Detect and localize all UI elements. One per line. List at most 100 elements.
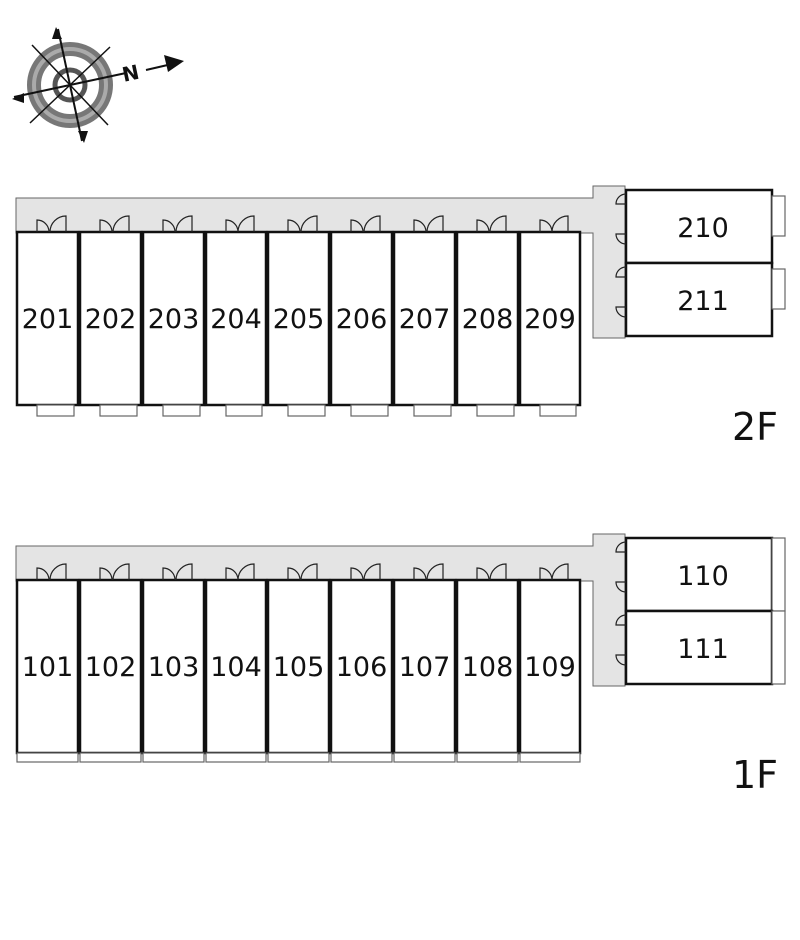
balcony [287, 404, 326, 417]
unit-203: 203 [141, 215, 206, 417]
door-swing-icon [162, 567, 176, 581]
balcony [539, 404, 577, 417]
unit-label: 102 [85, 652, 137, 683]
unit-wall [624, 609, 774, 686]
balcony [162, 404, 201, 417]
door-swing-icon [99, 567, 113, 581]
door-swing-icon [350, 219, 364, 233]
balcony [267, 752, 330, 763]
unit-107: 107 [392, 563, 457, 763]
door-swing-icon [615, 233, 627, 245]
balcony [519, 752, 581, 763]
door-swing-icon [36, 219, 50, 233]
door-swing-icon [551, 563, 569, 581]
door-swing-icon [49, 563, 67, 581]
unit-wall [455, 230, 520, 407]
door-swing-icon [426, 563, 444, 581]
unit-wall [204, 578, 268, 755]
door-swing-icon [175, 215, 193, 233]
unit-205: 205 [266, 215, 331, 417]
unit-label: 106 [336, 652, 388, 683]
north-label: N [120, 60, 141, 87]
unit-wall [78, 578, 143, 755]
unit-wall [204, 230, 268, 407]
balcony [771, 268, 786, 310]
unit-label: 201 [22, 304, 74, 335]
floors-layer: 201 202 203 204 205 206 207 208 209 210 211 2F 101 10… [15, 185, 786, 797]
unit-label: 207 [399, 304, 451, 335]
unit-label: 210 [677, 213, 729, 244]
door-swing-icon [287, 567, 301, 581]
balcony [99, 404, 138, 417]
unit-label: 211 [677, 286, 729, 317]
unit-label: 209 [524, 304, 576, 335]
door-swing-icon [300, 563, 318, 581]
door-swing-icon [489, 563, 507, 581]
unit-label: 110 [677, 561, 729, 592]
door-swing-icon [175, 563, 193, 581]
unit-label: 111 [677, 634, 729, 665]
balcony [771, 195, 786, 237]
unit-label: 204 [210, 304, 262, 335]
unit-label: 203 [148, 304, 200, 335]
unit-label: 206 [336, 304, 388, 335]
unit-wall [78, 230, 143, 407]
door-swing-icon [300, 215, 318, 233]
unit-label: 101 [22, 652, 74, 683]
door-swing-icon [476, 567, 490, 581]
door-swing-icon [615, 306, 627, 318]
balcony [476, 404, 515, 417]
door-swing-icon [363, 563, 381, 581]
floor-2f: 201 202 203 204 205 206 207 208 209 210 211 2F [15, 185, 786, 449]
unit-wall [15, 230, 80, 407]
door-swing-icon [350, 567, 364, 581]
unit-wall [15, 578, 80, 755]
balcony [771, 537, 786, 612]
unit-108: 108 [455, 563, 520, 763]
unit-wall [392, 230, 457, 407]
unit-wall [455, 578, 520, 755]
unit-wall [392, 578, 457, 755]
door-swing-icon [162, 219, 176, 233]
door-swing-icon [615, 614, 627, 626]
door-swing-icon [615, 581, 627, 593]
unit-wall [266, 578, 331, 755]
unit-label: 109 [524, 652, 576, 683]
balcony [36, 404, 75, 417]
unit-111: 111 [615, 609, 786, 686]
unit-201: 201 [15, 215, 80, 417]
unit-wall [329, 578, 394, 755]
door-swing-icon [112, 563, 130, 581]
door-swing-icon [426, 215, 444, 233]
balcony [205, 752, 267, 763]
door-swing-icon [237, 215, 255, 233]
north-arrow: N [120, 55, 184, 87]
door-swing-icon [615, 654, 627, 666]
arrow-head-icon [164, 55, 184, 72]
balcony [142, 752, 205, 763]
floor-label: 2F [732, 405, 778, 449]
unit-label: 208 [462, 304, 514, 335]
unit-101: 101 [15, 563, 80, 763]
door-swing-icon [112, 215, 130, 233]
door-swing-icon [615, 266, 627, 278]
unit-211: 211 [615, 261, 786, 338]
floor-label: 1F [732, 753, 778, 797]
balcony [79, 752, 142, 763]
door-swing-icon [413, 219, 427, 233]
unit-106: 106 [329, 563, 394, 763]
balcony [350, 404, 389, 417]
unit-206: 206 [329, 215, 394, 417]
unit-105: 105 [266, 563, 331, 763]
unit-label: 202 [85, 304, 137, 335]
unit-wall [141, 230, 206, 407]
door-swing-icon [287, 219, 301, 233]
unit-label: 205 [273, 304, 325, 335]
unit-label: 107 [399, 652, 451, 683]
door-swing-icon [237, 563, 255, 581]
unit-wall [518, 230, 582, 407]
unit-label: 108 [462, 652, 514, 683]
unit-wall [624, 261, 774, 338]
door-swing-icon [489, 215, 507, 233]
